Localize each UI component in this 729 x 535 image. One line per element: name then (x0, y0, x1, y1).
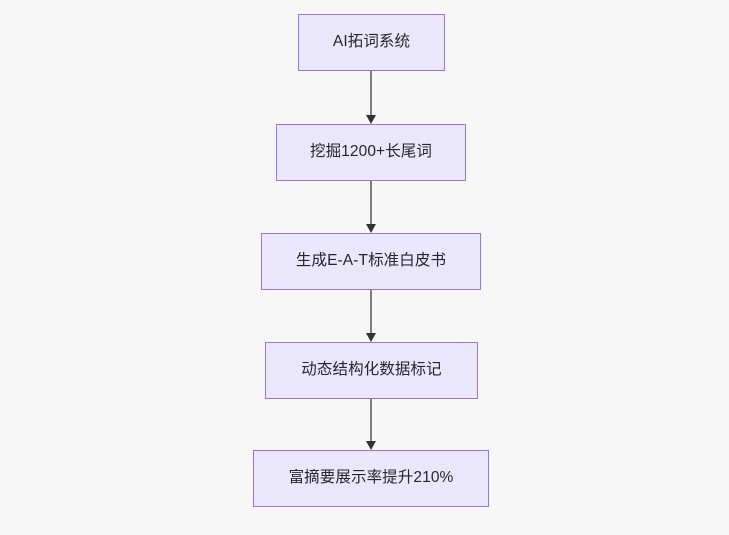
flow-arrow-1 (366, 71, 376, 124)
flow-node-label: 动态结构化数据标记 (301, 361, 442, 379)
flow-node-n4[interactable]: 动态结构化数据标记 (265, 342, 478, 399)
flow-node-label: 富摘要展示率提升210% (288, 469, 454, 487)
flow-node-n3[interactable]: 生成E-A-T标准白皮书 (261, 233, 481, 290)
flow-arrow-4 (366, 399, 376, 450)
flow-arrow-2 (366, 181, 376, 233)
flow-node-label: 生成E-A-T标准白皮书 (295, 252, 447, 270)
flow-node-label: AI拓词系统 (332, 33, 411, 51)
flow-node-label: 挖掘1200+长尾词 (309, 143, 433, 161)
flow-arrow-3 (366, 290, 376, 342)
flow-node-n2[interactable]: 挖掘1200+长尾词 (276, 124, 466, 181)
flow-node-n5[interactable]: 富摘要展示率提升210% (253, 450, 489, 507)
flow-node-n1[interactable]: AI拓词系统 (298, 14, 445, 71)
